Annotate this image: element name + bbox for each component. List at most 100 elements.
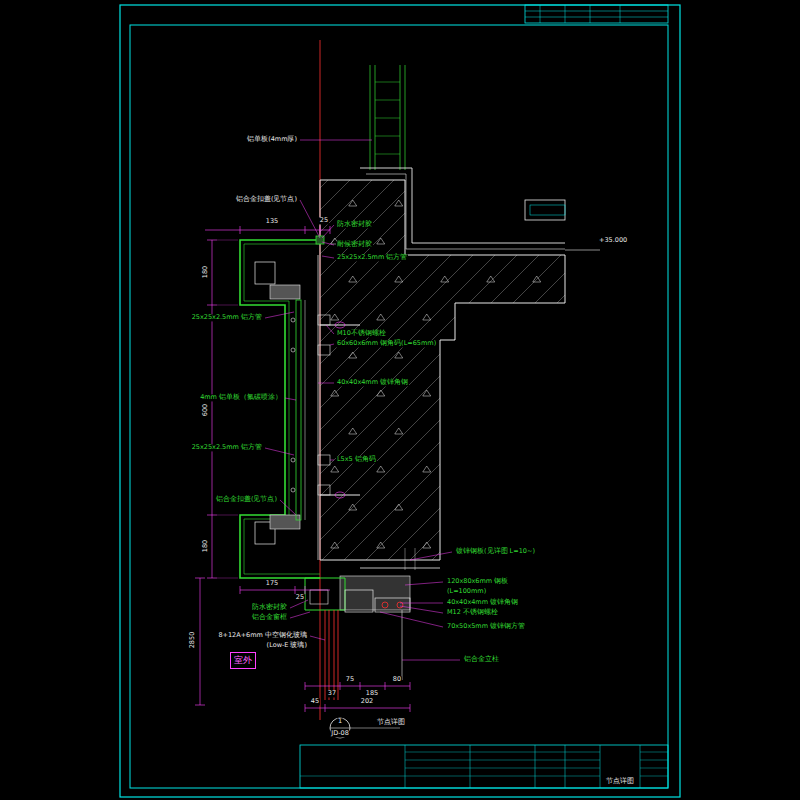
hatch-line (590, 160, 800, 600)
area-tag: 室外 (230, 652, 256, 669)
bolt (382, 602, 388, 608)
drawing-label: 37 (327, 690, 337, 697)
leader-line (280, 500, 296, 515)
dimension-tick (305, 704, 306, 712)
hatch-line (480, 160, 800, 600)
dimension-tick (295, 586, 296, 594)
table-line (640, 752, 668, 753)
drawing-label: 135 (265, 218, 279, 225)
leader-line (402, 660, 460, 661)
glass-line (405, 65, 406, 170)
aggregate-mark (469, 238, 477, 244)
dimension-line (200, 578, 201, 705)
aggregate-mark (533, 504, 541, 510)
table-line (640, 768, 668, 769)
table-line (640, 776, 668, 777)
angle-bracket (318, 345, 330, 355)
aggregate-mark (515, 238, 523, 244)
drawing-label: 600 (202, 403, 209, 417)
table-line (405, 776, 600, 777)
leader-line (330, 344, 334, 345)
drawing-label: 202 (360, 698, 374, 705)
aggregate-mark (487, 428, 495, 434)
section-marker-line (350, 728, 400, 729)
dimension-tick (207, 240, 217, 241)
window-frame (305, 578, 345, 610)
aggregate-mark (377, 314, 385, 320)
gutter-box (525, 200, 565, 220)
drawing-label: 防水密封胶 (251, 604, 288, 611)
steel-tube (345, 590, 373, 612)
table-line (590, 5, 591, 23)
drawing-label: 铝单板(4mm厚) (246, 136, 298, 143)
steel-line (405, 548, 406, 570)
dimension-line (305, 708, 410, 709)
drawing-label: 耐候密封胶 (336, 241, 373, 248)
drawing-label: 180 (202, 265, 209, 279)
steel-tube (375, 598, 410, 612)
drawing-label: 铝合金窗框 (251, 614, 288, 621)
dimension-line (305, 686, 410, 687)
table-line (640, 745, 641, 788)
aggregate-mark (469, 390, 477, 396)
hatch-line (502, 160, 800, 600)
dimension-tick (207, 515, 217, 516)
aggregate-mark (533, 276, 541, 282)
hatch-line (326, 160, 766, 600)
aggregate-mark (377, 238, 385, 244)
table-line (620, 5, 621, 23)
leader-line (410, 552, 452, 560)
aggregate-mark (533, 428, 541, 434)
dimension-tick (360, 682, 361, 690)
sheet-frame (120, 5, 680, 797)
dimension-tick (195, 705, 205, 706)
aggregate-mark (533, 200, 541, 206)
leader-line (330, 460, 334, 461)
hatch-line (678, 160, 800, 600)
glass-pane (325, 610, 326, 700)
drawing-label: 25x25x2.5mm 铝方管 (191, 314, 263, 321)
hatch-line (370, 160, 800, 600)
drawing-label: 175 (265, 580, 279, 587)
profile (270, 515, 300, 529)
table-line (470, 745, 471, 788)
profile (270, 285, 300, 299)
title-block (300, 745, 668, 788)
section-marker (330, 718, 350, 738)
rivet (291, 488, 295, 492)
dimension-tick (340, 682, 341, 690)
aggregate-mark (441, 276, 449, 282)
hatch-line (0, 160, 348, 600)
extension-line (217, 578, 238, 579)
hatch-line (392, 160, 800, 600)
aggregate-mark (441, 200, 449, 206)
extension-line (217, 515, 238, 516)
leader-line (300, 140, 372, 141)
drawing-label: 镀锌钢板(见详图 L=10~) (455, 548, 536, 555)
drawing-label: (L=100mm) (446, 588, 487, 595)
drawing-label: L5x5 铝角码 (336, 456, 377, 463)
drawing-label: 25x25x2.5mm 铝方管 (336, 254, 408, 261)
dimension-tick (385, 682, 386, 690)
glass-line (370, 65, 371, 170)
aggregate-mark (469, 314, 477, 320)
drawing-label: 60x60x6mm 钢角码(L=65mm) (336, 340, 437, 347)
aggregate-mark (423, 238, 431, 244)
aggregate-mark (395, 352, 403, 358)
rivet (291, 458, 295, 462)
aggregate-mark (331, 542, 339, 548)
aluminium-panel (244, 244, 320, 574)
hatch-line (546, 160, 800, 600)
frame-profile (310, 590, 328, 604)
dimension-tick (320, 226, 321, 234)
aggregate-mark (377, 542, 385, 548)
glass-tick (375, 154, 400, 155)
aggregate-mark (331, 466, 339, 472)
aggregate-mark (395, 428, 403, 434)
table-line (300, 776, 405, 777)
extension-line (217, 240, 238, 241)
concrete-outline (320, 180, 565, 560)
glass-pane (329, 610, 330, 700)
drawing-label: M12 不锈钢螺栓 (446, 609, 499, 616)
leader-line (285, 398, 296, 400)
